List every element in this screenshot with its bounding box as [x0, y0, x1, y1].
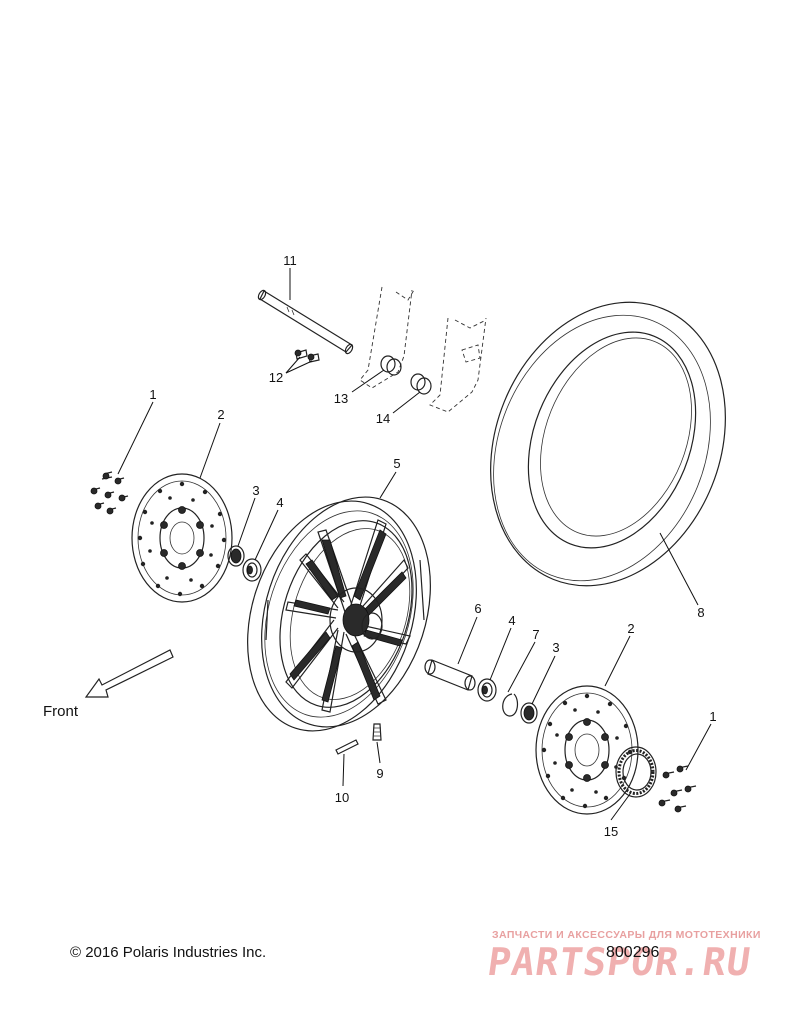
callout-1-left: 1 — [149, 387, 156, 402]
callout-6: 6 — [474, 601, 481, 616]
right-axle-spacer — [424, 659, 476, 691]
callout-7: 7 — [532, 627, 539, 642]
callout-13: 13 — [334, 391, 348, 406]
wheel-rim — [247, 496, 431, 732]
callout-numbers: 1 2 3 4 5 6 4 7 3 2 1 8 9 10 11 12 13 14… — [149, 253, 716, 839]
balance-weight — [335, 739, 359, 755]
diagram-part-number: 800296 — [606, 944, 660, 961]
copyright-text: © 2016 Polaris Industries Inc. — [70, 944, 267, 961]
callout-11: 11 — [283, 253, 297, 268]
callout-2-left: 2 — [217, 407, 224, 422]
spacers — [380, 355, 432, 395]
axle — [257, 289, 354, 355]
callout-3-left: 3 — [252, 483, 259, 498]
callout-4-right: 4 — [508, 613, 515, 628]
callout-1-right: 1 — [709, 709, 716, 724]
callout-3-right: 3 — [552, 640, 559, 655]
callout-14: 14 — [376, 411, 390, 426]
right-seal — [520, 702, 538, 724]
fork-legs — [359, 286, 487, 413]
valve-stem — [372, 723, 382, 741]
right-bearing — [477, 678, 497, 702]
left-bearing — [242, 558, 262, 582]
tire — [490, 301, 726, 587]
left-disc-bolts — [90, 471, 129, 515]
callout-9: 9 — [376, 766, 383, 781]
right-disc-bolts — [658, 765, 697, 813]
right-brake-disc — [535, 685, 639, 815]
front-label: Front — [43, 703, 79, 720]
callout-12: 12 — [269, 370, 283, 385]
sensor-ring — [615, 746, 657, 798]
callout-15: 15 — [604, 824, 618, 839]
leader-lines — [117, 268, 712, 821]
callout-4-left: 4 — [276, 495, 283, 510]
left-seal — [227, 545, 245, 567]
front-direction-arrow — [84, 649, 174, 698]
watermark-tagline: ЗАПЧАСТИ И АКСЕССУАРЫ ДЛЯ МОТОТЕХНИКИ — [492, 929, 761, 941]
callout-5: 5 — [393, 456, 400, 471]
snap-ring — [502, 693, 519, 717]
left-brake-disc — [131, 473, 233, 603]
callout-10: 10 — [335, 790, 349, 805]
callout-8: 8 — [697, 605, 704, 620]
callout-2-right: 2 — [627, 621, 634, 636]
pinch-bolts — [294, 349, 320, 363]
